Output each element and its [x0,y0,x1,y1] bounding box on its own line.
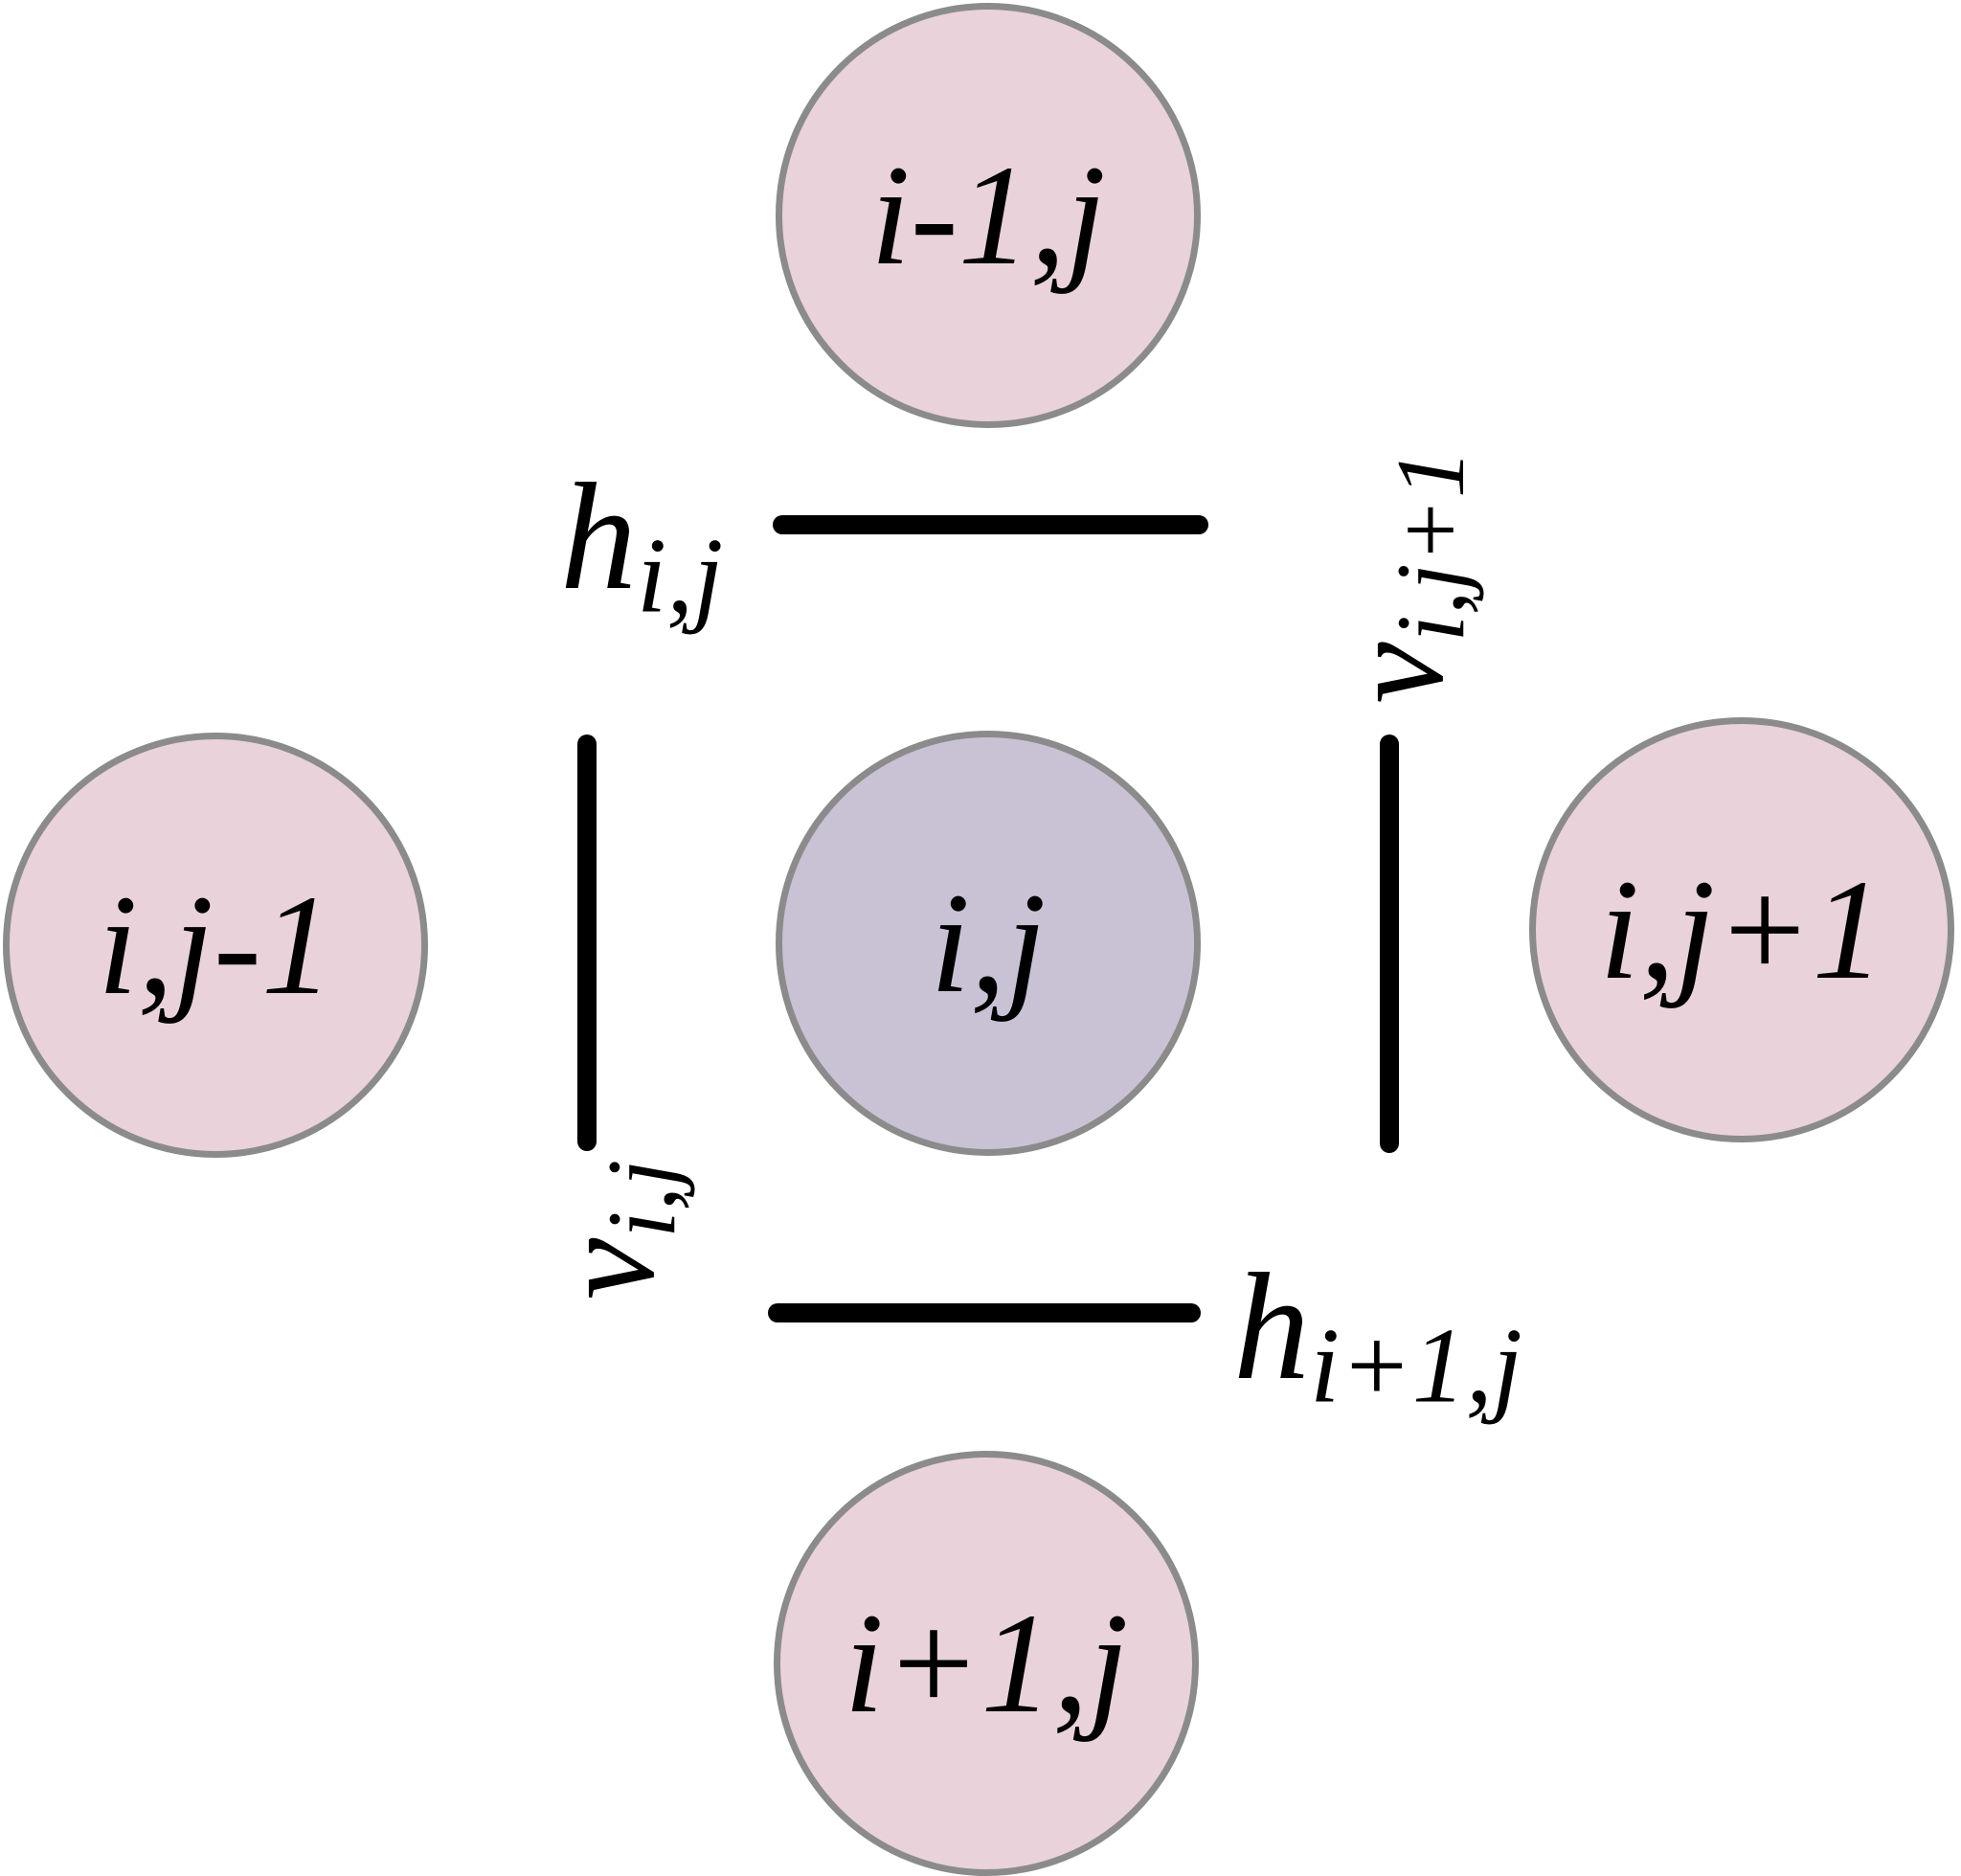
edge-label-v-i-j-sub: i,j [587,1159,695,1238]
edge-label-v-i-j-plus-1-main: v [1319,642,1473,704]
edge-label-h-i-j-main: h [560,451,637,622]
edge-label-h-i-plus-1-j-sub: i+1,j [1310,1306,1522,1426]
edge-label-v-i-j-plus-1-sub: i,j+1 [1376,449,1484,643]
edge-label-h-i-plus-1-j-main: h [1233,1241,1310,1412]
node-i-minus-1-j-label: i-1,j [870,136,1106,295]
edge-line-h-top [773,515,1208,534]
node-i-plus-1-j: i+1,j [774,1451,1199,1876]
edge-label-h-i-j-sub: i,j [637,516,724,636]
edge-label-v-i-j-rotated: vi,j [530,1160,695,1300]
edge-label-h-i-plus-1-j: hi+1,j [1233,1250,1522,1420]
edge-label-h-i-j: hi,j [560,460,723,630]
node-i-j-minus-1-label: i,j-1 [98,866,333,1025]
edge-label-v-i-j-main: v [530,1237,684,1300]
edge-label-v-i-j-plus-1-rotated: vi,j+1 [1319,449,1484,703]
node-i-minus-1-j: i-1,j [776,3,1201,428]
node-i-j-plus-1: i,j+1 [1529,717,1954,1142]
node-i-j-plus-1-label: i,j+1 [1599,850,1884,1009]
node-i-j-center: i,j [776,731,1201,1156]
edge-line-v-right [1380,735,1399,1153]
node-i-j-center-label: i,j [930,864,1047,1023]
node-i-j-minus-1: i,j-1 [3,733,428,1158]
node-i-plus-1-j-label: i+1,j [844,1584,1129,1743]
edge-line-h-bottom [768,1303,1201,1322]
edge-line-v-left [577,735,597,1151]
